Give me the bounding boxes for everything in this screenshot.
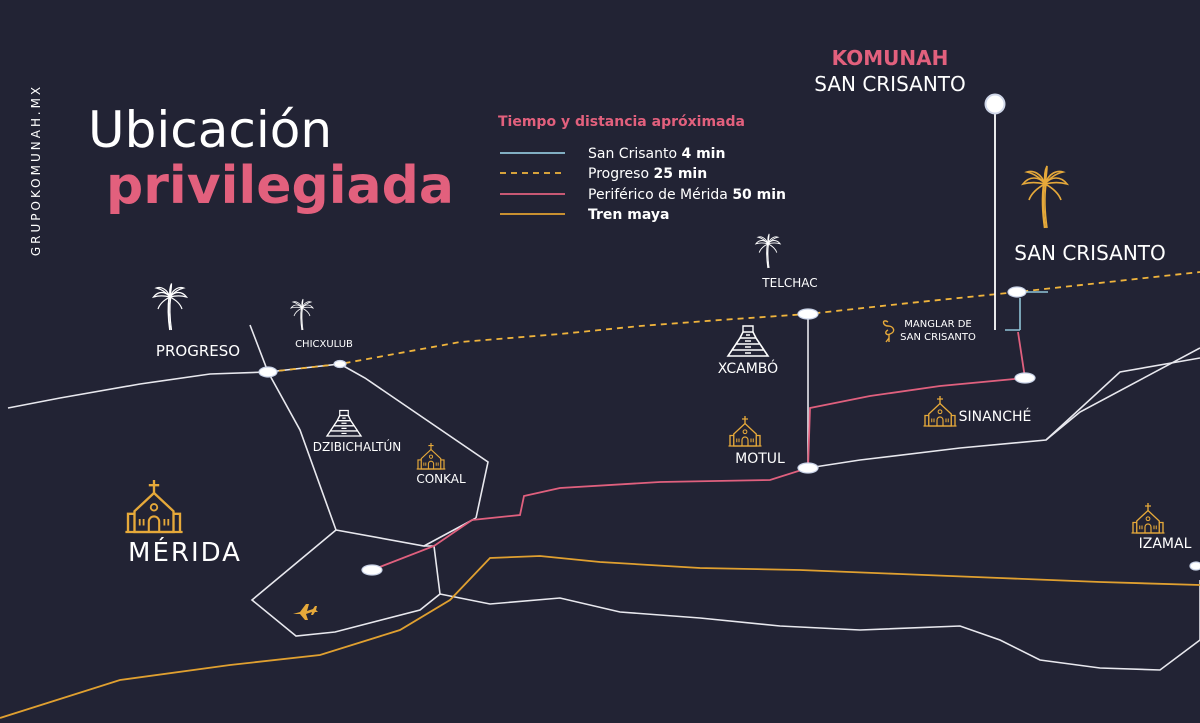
legend: San Crisanto 4 min Progreso 25 min Perif…: [500, 146, 786, 223]
road-network: [7, 315, 1200, 671]
route-san-crisanto: [1005, 291, 1048, 331]
palm-icon: [755, 233, 781, 269]
label-conkal: CONKAL: [416, 472, 466, 486]
pyramid-icon: [727, 325, 769, 357]
website-side-text: GRUPOKOMUNAH.MX: [29, 84, 43, 256]
church-icon: [416, 442, 446, 470]
legend-item-tren-maya: Tren maya: [588, 207, 669, 223]
route-merida: [371, 331, 1027, 571]
pyramid-icon: [326, 409, 362, 437]
label-progreso: PROGRESO: [156, 342, 240, 360]
palm-icon: [152, 282, 188, 331]
label-izamal: IZAMAL: [1139, 536, 1192, 552]
destination-place: SAN CRISANTO: [814, 72, 966, 96]
node-merida: [361, 564, 383, 576]
legend-item-merida: Periférico de Mérida 50 min: [588, 187, 786, 203]
label-manglar-1: MANGLAR DE: [904, 319, 972, 330]
legend-heading: Tiempo y distancia apróximada: [498, 114, 745, 130]
label-sinanche: SINANCHÉ: [959, 408, 1032, 425]
legend-item-san-crisanto: San Crisanto 4 min: [588, 146, 725, 162]
destination-pin: [984, 93, 1006, 115]
palm-icon: [1021, 164, 1069, 230]
route-progreso: [267, 271, 1200, 373]
title-line2: privilegiada: [106, 156, 454, 216]
node-san-crisanto: [1007, 286, 1027, 298]
destination-brand: KOMUNAH: [832, 46, 949, 70]
node-chicxulub: [333, 359, 347, 369]
label-manglar-2: SAN CRISANTO: [900, 332, 976, 343]
node-izamal: [1189, 561, 1200, 571]
church-icon: [727, 415, 763, 447]
label-merida: MÉRIDA: [128, 536, 242, 568]
label-dzibichaltun: DZIBICHALTÚN: [313, 439, 402, 454]
node-progreso: [258, 366, 278, 378]
label-motul: MOTUL: [735, 451, 785, 467]
route-tren-maya: [0, 555, 1200, 719]
church-icon: [922, 395, 958, 427]
node-sinanche: [1014, 372, 1036, 384]
label-san-crisanto: SAN CRISANTO: [1014, 241, 1166, 265]
flamingo-icon: [882, 320, 895, 343]
palm-icon: [290, 298, 314, 331]
label-telchac: TELCHAC: [761, 276, 817, 290]
node-motul: [797, 462, 819, 474]
church-icon: [1130, 502, 1166, 534]
church-icon: [124, 478, 184, 534]
legend-item-progreso: Progreso 25 min: [588, 166, 707, 182]
label-chicxulub: CHICXULUB: [295, 339, 353, 350]
title-line1: Ubicación: [88, 101, 332, 159]
label-xcambo: XCAMBÓ: [718, 359, 778, 377]
node-telchac: [797, 308, 819, 320]
airplane-icon: [293, 604, 318, 620]
